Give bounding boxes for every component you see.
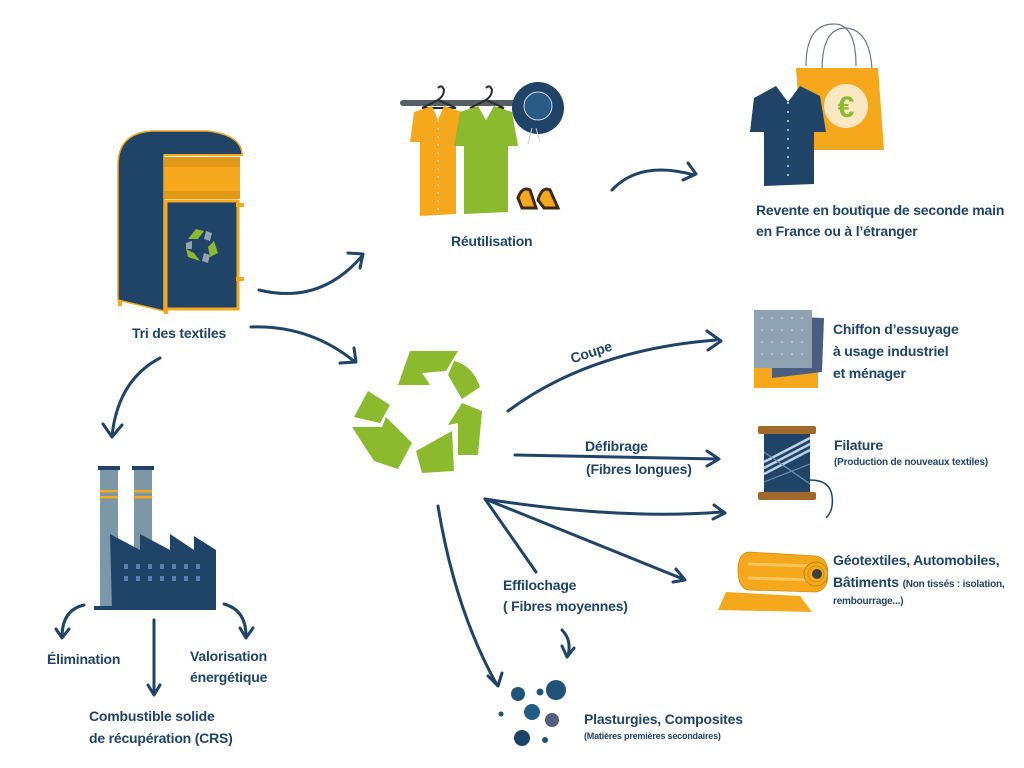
recycle-icon (352, 351, 482, 473)
wiping-rags-label-line2: à usage industriel (833, 343, 949, 359)
arrow-fan-to-spinning-head (711, 503, 727, 521)
spinning-subtitle: (Production de nouveaux textiles) (834, 457, 988, 468)
arrow-defibering (513, 453, 720, 461)
srf-label-line2: de récupération (CRS) (89, 730, 233, 746)
nonwovens-title-line2: Bâtiments (Non tissés : isolation, (833, 573, 1005, 591)
nonwovens-subtitle: (Non tissés : isolation, (902, 579, 1005, 590)
granules-icon (498, 680, 566, 746)
edge-label-fraying-line1: Effilochage (503, 577, 577, 593)
nonwovens-title-line1: Géotextiles, Automobiles, (833, 552, 1000, 568)
elimination-label: Élimination (47, 651, 121, 667)
arrow-sorting-to-reuse (257, 254, 364, 295)
svg-text:€: € (838, 91, 855, 124)
resale-label-line2: en France ou à l’étranger (756, 223, 918, 239)
arrow-factory-to-elimination (60, 603, 86, 639)
wiping-rags-label-line3: et ménager (833, 365, 906, 381)
arrow-reuse-to-resale (610, 168, 696, 192)
cloth-rags-icon (754, 310, 824, 388)
shopping-bag-shirt-icon: € (750, 23, 884, 186)
sorting-label: Tri des textiles (132, 325, 227, 341)
textile-collection-bin-icon (117, 130, 244, 314)
arrow-fan-to-nonwovens-head (671, 567, 687, 584)
nonwovens-subtitle-line2: rembourrage...) (833, 596, 904, 607)
energy-label-line1: Valorisation (190, 648, 267, 664)
arrow-cut (506, 338, 718, 413)
arrow-sorting-to-recycling (249, 325, 357, 364)
energy-label-line2: énergétique (190, 669, 268, 685)
arrow-factory-to-srf-head (146, 683, 162, 697)
arrow-recycling-to-plastics-head (486, 671, 504, 688)
thread-spool-icon (758, 426, 834, 519)
fabric-roll-icon (718, 551, 828, 612)
arrow-factory-to-energy-head (238, 626, 255, 640)
arrow-cut-head (705, 329, 723, 352)
arrow-sorting-to-factory-head (101, 422, 124, 439)
arrow-fan-to-fraying (483, 497, 538, 574)
resale-label-line1: Revente en boutique de seconde main (756, 202, 1005, 218)
edge-label-defibering-line1: Défibrage (585, 438, 648, 454)
plastics-subtitle: (Matières premières secondaires) (584, 731, 721, 741)
wiping-rags-label-line1: Chiffon d’essuyage (833, 321, 959, 337)
reuse-label: Réutilisation (451, 233, 533, 249)
arrow-sorting-to-reuse-head (346, 251, 365, 270)
arrow-sorting-to-factory (110, 356, 162, 438)
arrow-factory-to-energy (222, 602, 248, 638)
arrow-sorting-to-recycling-head (338, 346, 358, 365)
factory-icon (94, 466, 216, 610)
arrow-fraying-to-plastics-head (560, 644, 576, 659)
arrow-recycling-to-plastics (436, 504, 499, 687)
edge-label-defibering-line2: (Fibres longues) (586, 461, 692, 477)
clothes-rack-icon (400, 82, 564, 216)
arrow-fan-to-nonwovens (483, 497, 685, 581)
arrow-factory-to-elimination-head (54, 627, 71, 640)
spinning-title: Filature (834, 437, 883, 453)
arrow-reuse-to-resale-head (681, 161, 698, 182)
arrow-fan-to-spinning (483, 497, 724, 516)
srf-label-line1: Combustible solide (89, 708, 215, 724)
nonwovens-title2: Bâtiments (833, 574, 899, 590)
edge-label-fraying-line2: ( Fibres moyennes) (503, 598, 628, 614)
plastics-title: Plasturgies, Composites (584, 711, 743, 727)
arrow-defibering-head (705, 449, 721, 468)
